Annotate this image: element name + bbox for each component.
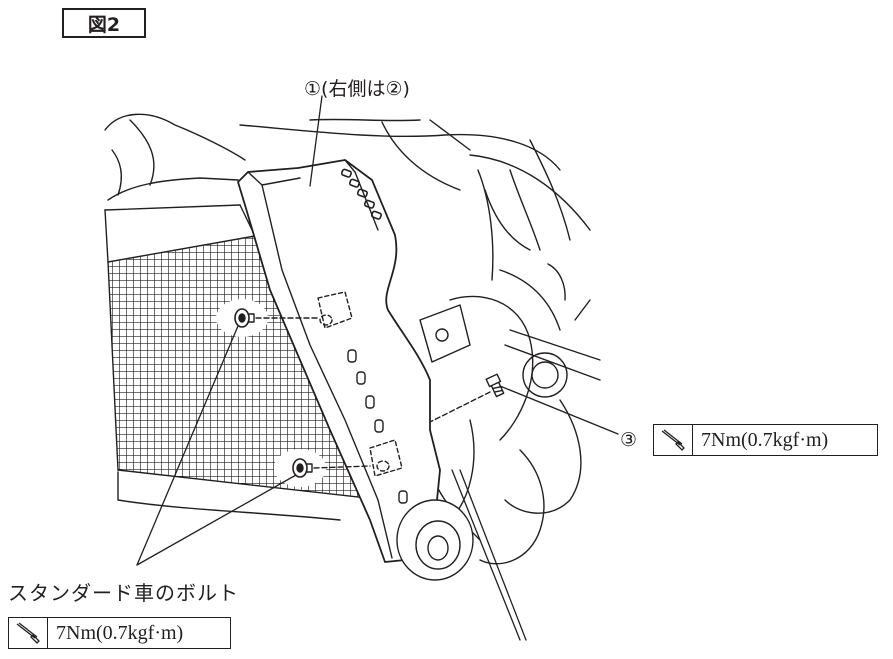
- frame-lines: [104, 113, 591, 331]
- figure-number-label: 図2: [62, 8, 146, 38]
- part-callout-3: ③: [620, 429, 638, 451]
- torque-value: 7Nm(0.7kgf·m): [56, 621, 184, 644]
- torque-spec-standard-bolt: 7Nm(0.7kgf·m): [8, 617, 231, 649]
- torque-spec-bolt-3: 7Nm(0.7kgf·m): [653, 424, 878, 456]
- torque-wrench-icon: [654, 425, 693, 455]
- front-wheel: [396, 499, 474, 581]
- standard-bolt-label: スタンダード車のボルト: [8, 581, 239, 605]
- install-guide-lines: [255, 317, 491, 469]
- radiator-side-cover: [237, 159, 441, 563]
- part-callout-1: ①(右側は②): [304, 78, 410, 100]
- leader-lines: [136, 95, 619, 641]
- torque-value: 7Nm(0.7kgf·m): [701, 428, 829, 451]
- torque-wrench-icon: [9, 618, 48, 648]
- bolts: [234, 308, 505, 478]
